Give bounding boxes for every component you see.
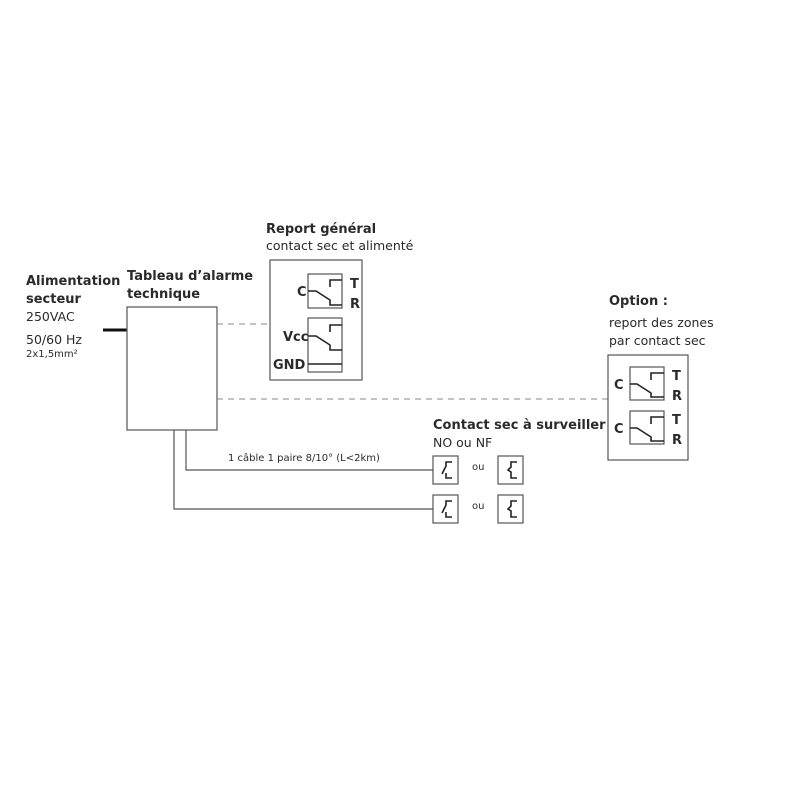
panel-title-1: Tableau d’alarme (127, 269, 253, 284)
option-r-label-2: R (672, 433, 682, 448)
option-line-1: report des zones (609, 315, 714, 330)
option-box (607, 354, 689, 461)
option-t-label-1: T (672, 369, 681, 384)
option-title: Option : (609, 294, 668, 309)
no-contact-icon (432, 494, 459, 524)
option-c-label-1: C (614, 378, 624, 393)
power-frequency: 50/60 Hz (26, 332, 82, 347)
option-c-label-2: C (614, 422, 624, 437)
report-vcc-label: Vcc (283, 330, 308, 345)
cable-line-2 (173, 430, 433, 510)
report-r-label: R (350, 297, 360, 312)
cable-line-1 (185, 430, 433, 471)
power-title-2: secteur (26, 292, 82, 307)
report-gnd-label: GND (273, 358, 306, 373)
option-t-label-2: T (672, 413, 681, 428)
nc-contact-icon (497, 455, 524, 485)
contacts-title: Contact sec à surveiller (433, 418, 606, 433)
option-line-2: par contact sec (609, 333, 706, 348)
alarm-panel-box (126, 306, 218, 431)
or-label-2: ou (472, 501, 484, 512)
report-box (269, 259, 363, 381)
relay-contact-icon (307, 273, 343, 309)
report-subtitle: contact sec et alimenté (266, 238, 414, 253)
power-cable-section: 2x1,5mm² (26, 349, 78, 360)
relay-contact-icon (629, 366, 665, 401)
report-title: Report général (266, 222, 376, 237)
relay-powered-icon (307, 317, 343, 373)
no-contact-icon (432, 455, 459, 485)
power-voltage: 250VAC (26, 309, 75, 324)
report-t-label: T (350, 277, 359, 292)
contacts-subtitle: NO ou NF (433, 435, 492, 450)
option-r-label-1: R (672, 389, 682, 404)
relay-contact-icon (629, 410, 665, 445)
power-title-1: Alimentation (26, 274, 120, 289)
report-c-label: C (297, 285, 307, 300)
cable-label: 1 câble 1 paire 8/10° (L<2km) (228, 452, 380, 464)
nc-contact-icon (497, 494, 524, 524)
or-label-1: ou (472, 462, 484, 473)
panel-title-2: technique (127, 287, 200, 302)
